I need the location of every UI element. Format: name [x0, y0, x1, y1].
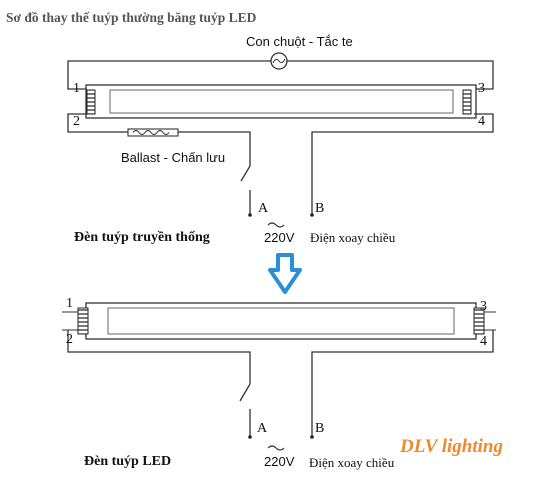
- terminal-a-dot: [248, 213, 252, 217]
- pin-1-label: 1: [73, 81, 80, 96]
- led-pin-1-label: 1: [66, 296, 73, 311]
- ac-symbol: [267, 222, 285, 228]
- terminal-a-label: A: [258, 201, 269, 216]
- tube-endcap-right: [462, 89, 472, 115]
- led-terminal-a-dot: [248, 435, 252, 439]
- led-pin-2-label: 2: [66, 332, 73, 347]
- led-terminal-b-label: B: [315, 421, 325, 436]
- led-endcap-left: [77, 307, 89, 335]
- page-title: Sơ đồ thay thế tuýp thường băng tuýp LED: [6, 10, 257, 25]
- replace-arrow-icon: [268, 253, 302, 294]
- starter-icon: [270, 52, 288, 70]
- brand-logo-text: DLV lighting: [400, 436, 503, 457]
- led-terminal-b-dot: [310, 435, 314, 439]
- top-circuit: [67, 52, 494, 228]
- ac-label: Điện xoay chiều: [310, 230, 396, 245]
- led-pin-3-label: 3: [480, 299, 487, 314]
- terminal-b-label: B: [315, 201, 325, 216]
- pin-4-label: 4: [478, 114, 485, 129]
- pin-3-label: 3: [478, 81, 485, 96]
- led-ac-label: Điện xoay chiều: [309, 455, 395, 470]
- led-ac-symbol: [267, 445, 285, 451]
- pin-2-label: 2: [73, 114, 80, 129]
- led-terminal-a-label: A: [257, 421, 268, 436]
- voltage-label: 220V: [264, 230, 295, 245]
- led-switch-icon: [239, 383, 251, 437]
- starter-label: Con chuột - Tắc te: [246, 34, 353, 49]
- terminal-b-dot: [310, 213, 314, 217]
- bottom-circuit: [62, 302, 496, 451]
- traditional-lamp-title: Đèn tuýp truyền thống: [74, 230, 210, 245]
- led-voltage-label: 220V: [264, 454, 295, 469]
- led-lamp-title: Đèn tuýp LED: [84, 454, 172, 469]
- ballast-label: Ballast - Chấn lưu: [121, 150, 226, 165]
- led-endcap-right: [473, 307, 485, 335]
- led-pin-4-label: 4: [480, 334, 487, 349]
- tube-endcap-left: [86, 89, 96, 115]
- ballast-icon: [127, 128, 179, 137]
- switch-icon: [240, 165, 251, 215]
